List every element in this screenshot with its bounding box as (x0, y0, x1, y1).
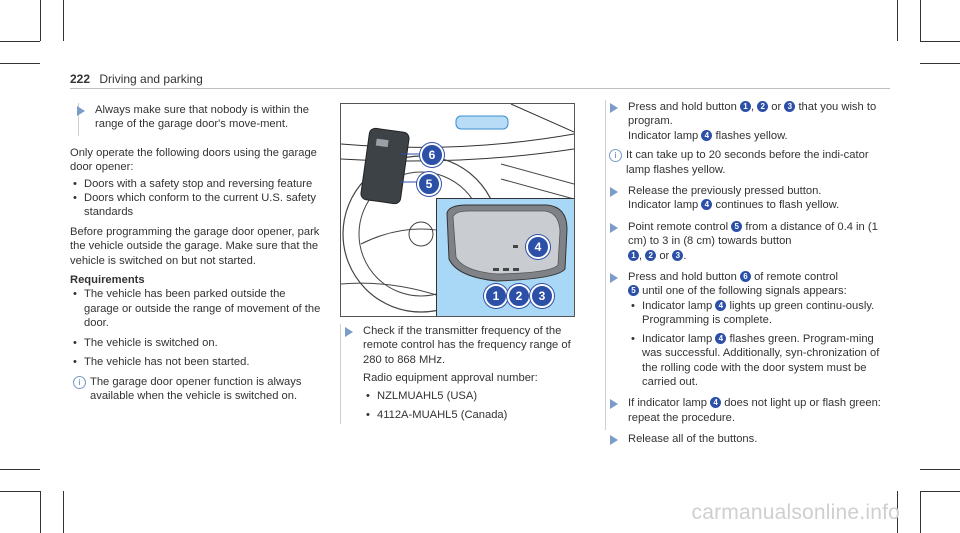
list-item: NZLMUAHL5 (USA) (363, 389, 574, 404)
step-text: Check if the transmitter frequency of th… (363, 325, 571, 366)
crop-mark (63, 491, 64, 533)
info-icon: i (609, 149, 622, 163)
column-left: Always make sure that nobody is within t… (70, 103, 322, 403)
crop-mark (63, 0, 64, 41)
instruction-step-1: Press and hold button 1, 2 or 3 that you… (606, 100, 881, 143)
radio-label: Radio equipment approval number: (363, 372, 538, 385)
lamp-4-badge: 4 (701, 199, 713, 211)
crop-mark (920, 469, 960, 470)
list-item: The vehicle has not been started. (70, 355, 322, 370)
intro-paragraph: Only operate the following doors using t… (70, 146, 317, 174)
instruction-step: Check if the transmitter frequency of th… (341, 324, 574, 367)
instruction-step-2: Release the previously pressed button. I… (606, 184, 881, 213)
note-text: The garage door opener function is alway… (90, 375, 302, 402)
button-3-badge: 3 (784, 101, 796, 112)
remote-5-badge: 5 (628, 285, 639, 297)
arrow-icon (77, 106, 85, 116)
arrow-icon (610, 222, 618, 233)
callout-2: 2 (507, 284, 531, 308)
lamp-4-badge: 4 (715, 332, 727, 344)
arrow-icon (610, 273, 618, 284)
page-number: 222 (70, 72, 91, 86)
list-item: Doors with a safety stop and reversing f… (70, 177, 322, 192)
crop-mark (0, 469, 40, 470)
callout-5: 5 (417, 172, 441, 196)
crop-mark (40, 0, 41, 41)
requirements-heading: Requirements (70, 274, 145, 287)
lamp-4-badge: 4 (701, 129, 713, 141)
arrow-icon (610, 435, 618, 446)
callout-6: 6 (420, 143, 444, 167)
arrow-icon (610, 103, 618, 113)
callout-1: 1 (484, 284, 508, 308)
figure-illustration: 6 5 4 1 2 3 (340, 103, 575, 317)
list-item: The vehicle has been parked outside the … (70, 287, 322, 330)
warning-step: Always make sure that nobody is within t… (77, 103, 322, 136)
crop-mark (920, 491, 960, 492)
button-2-badge: 2 (645, 249, 657, 261)
page-header: 222 Driving and parking (70, 72, 203, 86)
button-2-badge: 2 (757, 101, 769, 112)
crop-mark (0, 41, 40, 42)
crop-mark (897, 0, 898, 41)
lamp-4-badge: 4 (715, 299, 727, 311)
column-right: Press and hold button 1, 2 or 3 that you… (605, 100, 881, 446)
info-note: i The garage door opener function is alw… (70, 375, 322, 404)
crop-mark (920, 0, 921, 41)
instruction-step-3: Point remote control 5 from a distance o… (606, 220, 881, 263)
section-title: Driving and parking (99, 72, 203, 86)
crop-mark (920, 63, 960, 64)
button-1-badge: 1 (739, 101, 751, 112)
instruction-step-5: If indicator lamp 4 does not light up or… (606, 396, 881, 425)
crop-mark (920, 41, 960, 42)
arrow-icon (610, 187, 618, 198)
header-rule (70, 88, 890, 89)
list-item: The vehicle is switched on. (70, 336, 322, 351)
button-1-badge: 1 (628, 249, 639, 261)
crop-mark (40, 491, 41, 533)
arrow-icon (610, 399, 618, 410)
warning-text: Always make sure that nobody is within t… (95, 104, 309, 131)
callout-3: 3 (530, 284, 554, 308)
info-note: i It can take up to 20 seconds before th… (606, 148, 881, 177)
crop-mark (920, 491, 921, 533)
list-item: 4112A-MUAHL5 (Canada) (363, 408, 574, 423)
crop-mark (0, 491, 40, 492)
info-icon: i (73, 375, 86, 389)
list-item: Indicator lamp 4 flashes green. Program-… (628, 332, 881, 390)
list-item: Doors which conform to the current U.S. … (70, 191, 322, 220)
button-6-badge: 6 (739, 271, 751, 283)
arrow-icon (345, 327, 353, 337)
remote-5-badge: 5 (731, 220, 743, 232)
instruction-step-4: Press and hold button 6 of remote contro… (606, 270, 881, 389)
watermark: carmanualsonline.info (691, 501, 900, 524)
body-paragraph: Before programming the garage door opene… (70, 225, 320, 267)
button-3-badge: 3 (672, 249, 684, 261)
crop-mark (0, 63, 40, 64)
callout-4: 4 (526, 235, 550, 259)
crop-mark (897, 491, 898, 533)
list-item: Indicator lamp 4 lights up green continu… (628, 299, 881, 328)
lamp-4-badge: 4 (710, 397, 722, 409)
instruction-step-6: Release all of the buttons. (606, 432, 881, 446)
column-middle-text: Check if the transmitter frequency of th… (340, 324, 574, 424)
